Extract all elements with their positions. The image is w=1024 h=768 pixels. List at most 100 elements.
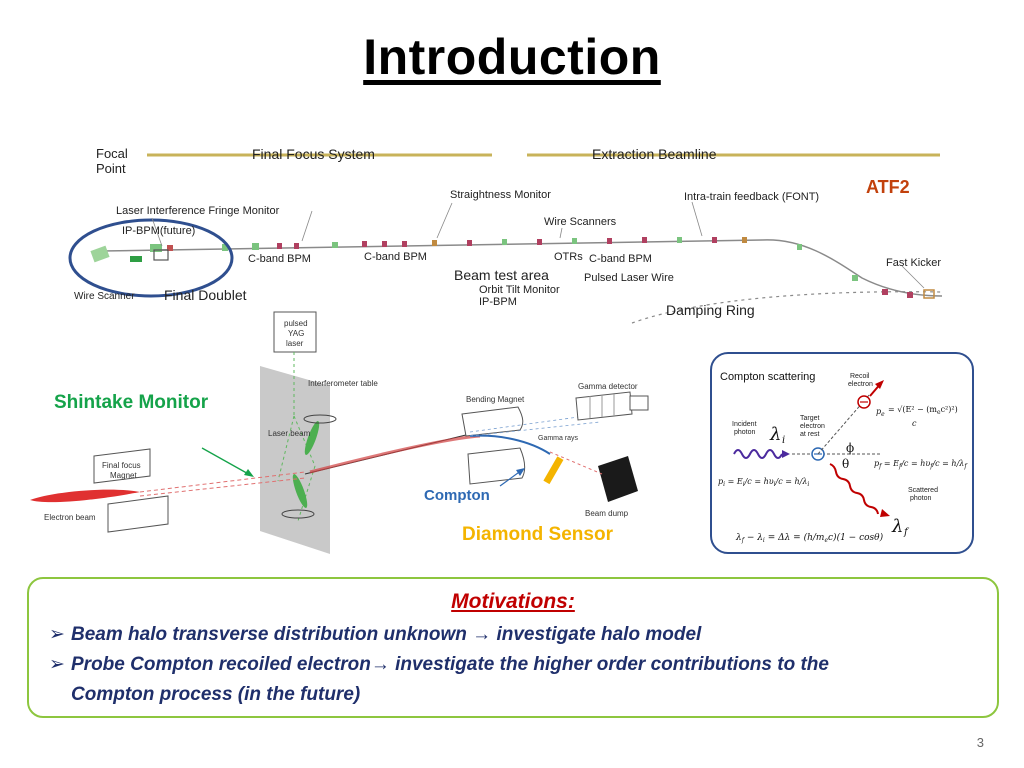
compton-label: Compton [424,487,490,504]
svg-text:= √(E² − (mec²)²): = √(E² − (mec²)²) [888,405,958,416]
straightness-monitor-label: Straightness Monitor [450,189,551,201]
scattered-label-1: Scattered [908,487,938,494]
bending-magnet-top [461,406,524,437]
target-label-1: Target [800,415,820,422]
interferometer-table-label: Interferometer table [308,379,378,388]
pulsed-yag-laser-box [273,311,317,353]
yag-label-line2: YAG [288,329,304,338]
shintake-setup-diagram: pulsed YAG laser Interferometer table La… [30,311,649,554]
incident-label-1: Incident [732,421,757,428]
svg-text:ϕ: ϕ [846,441,854,455]
wire-scanners-label: Wire Scanners [544,216,617,228]
focal-point-line2: Point [96,161,126,176]
interferometer-plane [260,366,330,554]
beam-dump-label: Beam dump [585,509,629,518]
svg-text:λ: λ [891,516,903,537]
ip-bpm-label: IP-BPM [479,296,517,308]
slide-title: Introduction [363,29,661,85]
header-extraction: Extraction Beamline [592,146,717,162]
gamma-rays-label: Gamma rays [538,435,579,442]
compton-box-small-labels: Recoil electron Incident photon Target e… [732,373,938,502]
wire-scanner-label: Wire Scanner [74,291,135,302]
gamma-detector-label: Gamma detector [578,382,638,391]
compton-formulas: λ i ϕ θ λ f pe = √(E² − (mec²)²) c pi = … [718,405,968,544]
svg-text:i: i [782,435,785,446]
compton-box-title: Compton scattering [720,371,815,383]
pointer-lines [151,201,925,289]
final-focus-magnet-top [93,448,151,484]
cband-bpm-3-label: C-band BPM [589,253,652,265]
svg-text:pf = Ef/c = hυf/c = h/λf: pf = Ef/c = hυf/c = h/λf [874,459,968,470]
atf2-label: ATF2 [866,177,910,197]
cband-bpm-2-label: C-band BPM [364,251,427,263]
incident-label-2: photon [734,429,756,436]
yag-label: pulsed YAG laser [284,319,308,348]
page-number: 3 [976,735,984,750]
arrow-bullet-icon: ➢ [49,654,65,675]
svg-text:λ: λ [769,424,781,445]
svg-text:pi = Ei/c = hυi/c = h/λi: pi = Ei/c = hυi/c = h/λi [718,477,809,488]
svg-text:f: f [903,527,910,538]
svg-text:pe: pe [876,407,885,418]
compton-electron-path [469,434,551,455]
header-final-focus: Final Focus System [252,146,375,162]
motivation-bullet-1-text: Beam halo transverse distribution unknow… [71,624,702,645]
compton-scattering-figure: Compton scattering Recoil electron Incid… [718,371,968,544]
final-doublet-label: Final Doublet [164,287,247,303]
electron-beam-label: Electron beam [44,513,96,522]
shintake-arrow [201,447,254,477]
recoil-label-1: Recoil [850,373,870,380]
motivation-bullet-1: ➢ Beam halo transverse distribution unkno… [49,623,701,646]
mirrors [281,414,337,519]
scattered-arrowhead [880,509,890,517]
ff-magnet-label: Final focus Magnet [102,461,141,480]
laser-fringe-monitor-label: Laser Interference Fringe Monitor [116,205,280,217]
damping-ring-label: Damping Ring [666,302,755,318]
ff-magnet-label-line1: Final focus [102,461,141,470]
recoil-label-2: electron [848,381,873,388]
electron-beam-bunch [30,489,140,503]
fast-kicker-label: Fast Kicker [886,257,941,269]
beam-dump [598,456,638,502]
bending-magnet-bottom [467,447,526,485]
intra-train-feedback-label: Intra-train feedback (FONT) [684,191,819,203]
cband-bpm-1-label: C-band BPM [248,253,311,265]
laser-spots [292,421,320,508]
svg-text:c: c [912,419,917,428]
atf2-beamline-diagram: Focal Point Final Focus System Extractio… [68,146,943,324]
ip-bpm-future-label: IP-BPM(future) [122,225,195,237]
motivation-bullet-2-text: Probe Compton recoiled electron→ investi… [71,654,829,675]
beam-test-area-label: Beam test area [454,267,549,283]
svg-text:θ: θ [842,457,849,471]
gamma-detector [575,391,649,421]
recoil-arrowhead [875,380,884,389]
laser-beam-label: Laser beam [268,429,311,438]
ff-magnet-label-line2: Magnet [110,471,137,480]
incident-arrowhead [782,450,790,458]
compton-scattering-panel: Compton scattering Recoil electron Incid… [710,352,974,554]
ip-highlight-ellipse [68,218,234,298]
scattered-photon-wave [829,463,879,515]
motivations-box: Motivations: ➢Beam halo transverse distr… [27,577,999,718]
shintake-monitor-label: Shintake Monitor [54,392,209,413]
plane-labels: Interferometer table Laser beam [268,379,378,438]
beamline-labels: Laser Interference Fringe Monitor IP-BPM… [74,189,941,318]
orbit-tilt-monitor-label: Orbit Tilt Monitor [479,284,560,296]
target-label-3: at rest [800,431,820,438]
motivation-bullet-2-continuation: Compton process (in the future) [71,684,361,705]
beamline-magnets [150,237,935,299]
diamond-sensor-label: Diamond Sensor [462,524,613,545]
otrs-label: OTRs [554,251,583,263]
bending-magnet-label: Bending Magnet [466,395,525,404]
ip-area [90,245,169,263]
yag-label-line1: pulsed [284,319,308,328]
diamond-sensor [543,456,564,485]
beam-red-stream [309,434,481,474]
arrow-bullet-icon: ➢ [49,624,65,645]
focal-point-line1: Focal [96,146,128,161]
yag-label-line3: laser [286,339,304,348]
target-label-2: electron [800,423,825,430]
svg-text:λf − λi = Δλ = (h/mec)(1 − cos: λf − λi = Δλ = (h/mec)(1 − cosθ) [735,532,884,544]
final-focus-magnet-bottom [107,495,169,533]
compton-arrow [499,468,525,487]
